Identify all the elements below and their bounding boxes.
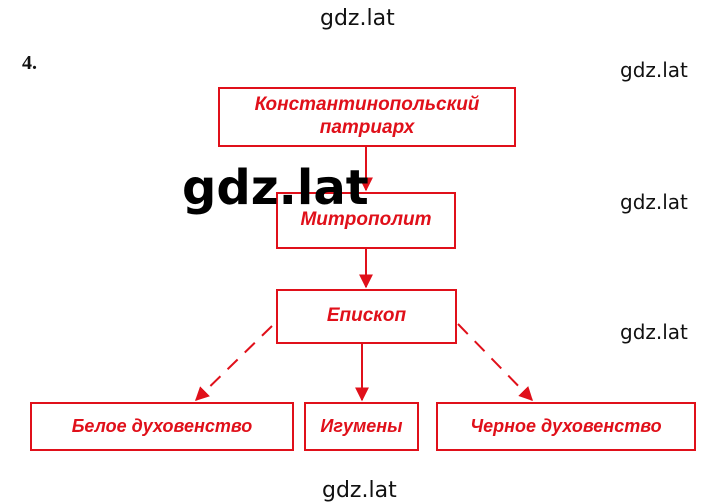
node-black-clergy: Черное духовенство bbox=[436, 402, 696, 451]
node-patriarch: Константинопольский патриарх bbox=[218, 87, 516, 147]
watermark-right-3: gdz.lat bbox=[620, 320, 688, 344]
node-patriarch-line1: Константинопольский bbox=[254, 94, 480, 116]
edge-bishop-white-clergy bbox=[194, 325, 273, 401]
watermark-right-2: gdz.lat bbox=[620, 190, 688, 214]
node-hegumens: Игумены bbox=[304, 402, 419, 451]
node-white-clergy: Белое духовенство bbox=[30, 402, 294, 451]
task-number: 4. bbox=[22, 52, 37, 74]
node-metropolitan: Митрополит bbox=[276, 192, 456, 249]
node-patriarch-line2: патриарх bbox=[319, 117, 415, 138]
edge-bishop-black-clergy bbox=[457, 323, 533, 402]
node-bishop: Епископ bbox=[276, 289, 457, 344]
watermark-top: gdz.lat bbox=[320, 6, 395, 31]
watermark-bottom: gdz.lat bbox=[322, 478, 397, 503]
watermark-overlay: gdz.lat bbox=[182, 160, 369, 216]
watermark-right-1: gdz.lat bbox=[620, 58, 688, 82]
